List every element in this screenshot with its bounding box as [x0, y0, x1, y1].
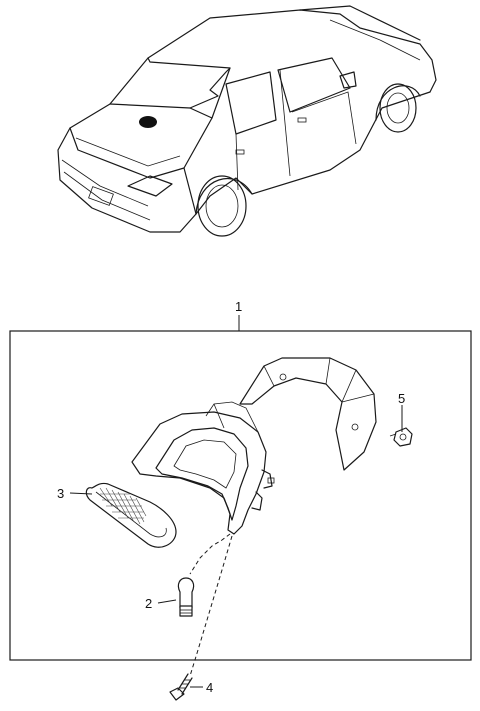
callout-3: 3	[57, 486, 64, 501]
screw-part	[169, 673, 193, 701]
callout-5: 5	[398, 391, 405, 406]
callout-2-leader	[157, 599, 177, 604]
lens-part	[85, 482, 177, 548]
bulb-part	[177, 577, 195, 617]
lamp-housing-part	[131, 401, 275, 535]
assembly-group	[9, 315, 472, 661]
callout-4: 4	[206, 680, 213, 695]
callout-2: 2	[145, 596, 152, 611]
screw-assembly-line	[189, 535, 233, 677]
car-illustration	[57, 5, 437, 237]
assembly-frame	[9, 330, 472, 661]
callout-1: 1	[235, 299, 242, 314]
bulb-assembly-line	[189, 533, 231, 575]
callout-3-leader	[69, 492, 93, 495]
brake-light-location	[139, 116, 157, 128]
lamp-cover-part	[239, 357, 377, 471]
clip-part	[389, 427, 413, 447]
